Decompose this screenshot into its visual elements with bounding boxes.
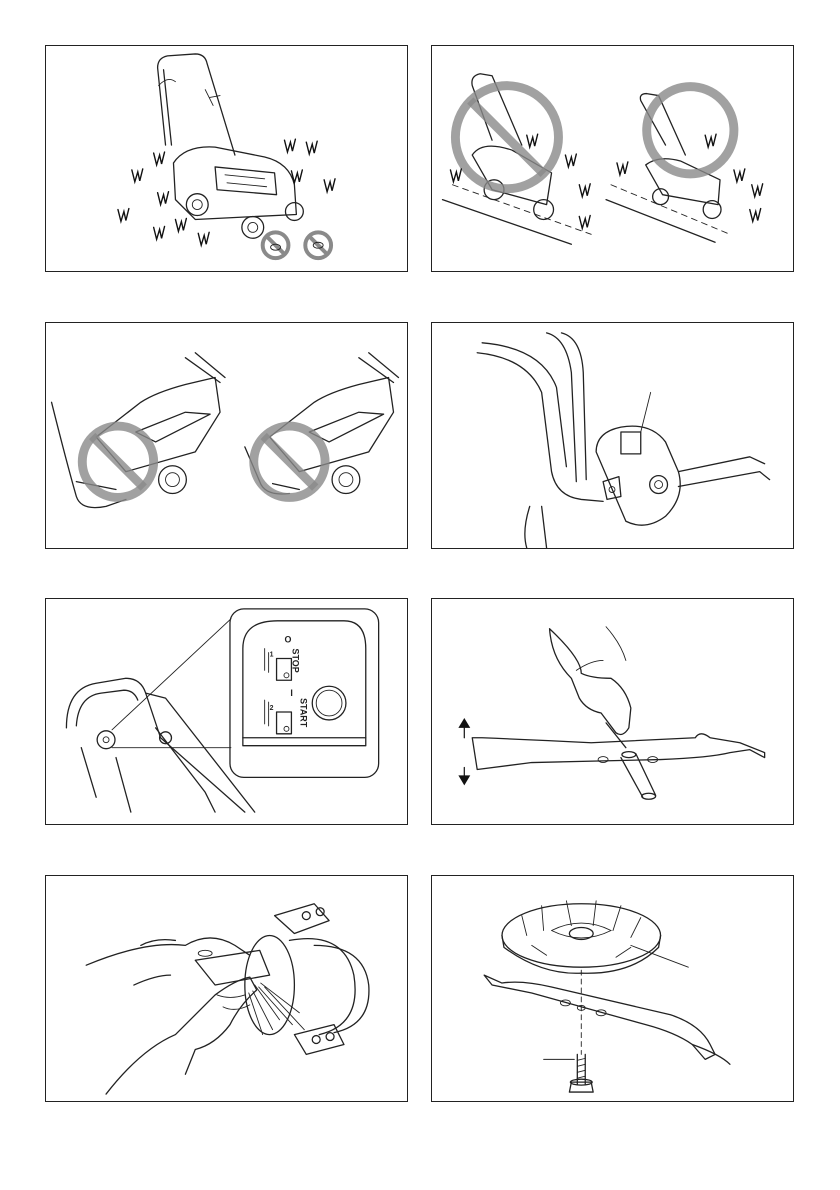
switch-illustration: O STOP I START 1 2 <box>46 599 407 824</box>
figure-blade-balance-check <box>431 598 794 825</box>
figure-mower-on-slope <box>431 45 794 272</box>
step2-label: 2 <box>270 705 274 712</box>
step1-label: 1 <box>270 651 274 658</box>
up-arrow-icon <box>458 718 470 738</box>
callout-line <box>641 392 651 432</box>
prohibition-circle-left <box>455 86 558 189</box>
no-object-icon <box>305 232 331 258</box>
stop-label: STOP <box>290 649 300 673</box>
blade-assembly-illustration <box>432 876 793 1101</box>
no-stone-icon <box>263 232 289 258</box>
figure-switch-detail: O STOP I START 1 2 <box>45 598 408 825</box>
prohibition-feet-left <box>82 426 153 497</box>
blade-balance-illustration <box>432 599 793 824</box>
feet-illustration <box>46 323 407 548</box>
prohibition-circle-right <box>647 87 734 174</box>
figure-mower-on-lawn <box>45 45 408 272</box>
figure-feet-near-housing <box>45 322 408 549</box>
switch-detail-callout <box>230 609 379 778</box>
down-arrow-icon <box>458 768 470 786</box>
mower-lawn-illustration <box>46 46 407 271</box>
slope-grass <box>450 134 762 228</box>
figure-handle-switch-box <box>431 322 794 549</box>
figure-blade-sharpening <box>45 875 408 1102</box>
start-label: START <box>298 698 308 728</box>
figure-blade-assembly <box>431 875 794 1102</box>
off-symbol: O <box>284 635 291 645</box>
sparks <box>249 983 305 1035</box>
slope-illustration <box>432 46 793 271</box>
grass-tufts <box>118 139 335 245</box>
hub-callout <box>631 945 688 967</box>
on-symbol: I <box>290 688 292 698</box>
handle-illustration <box>432 323 793 548</box>
sharpening-illustration <box>46 876 407 1101</box>
